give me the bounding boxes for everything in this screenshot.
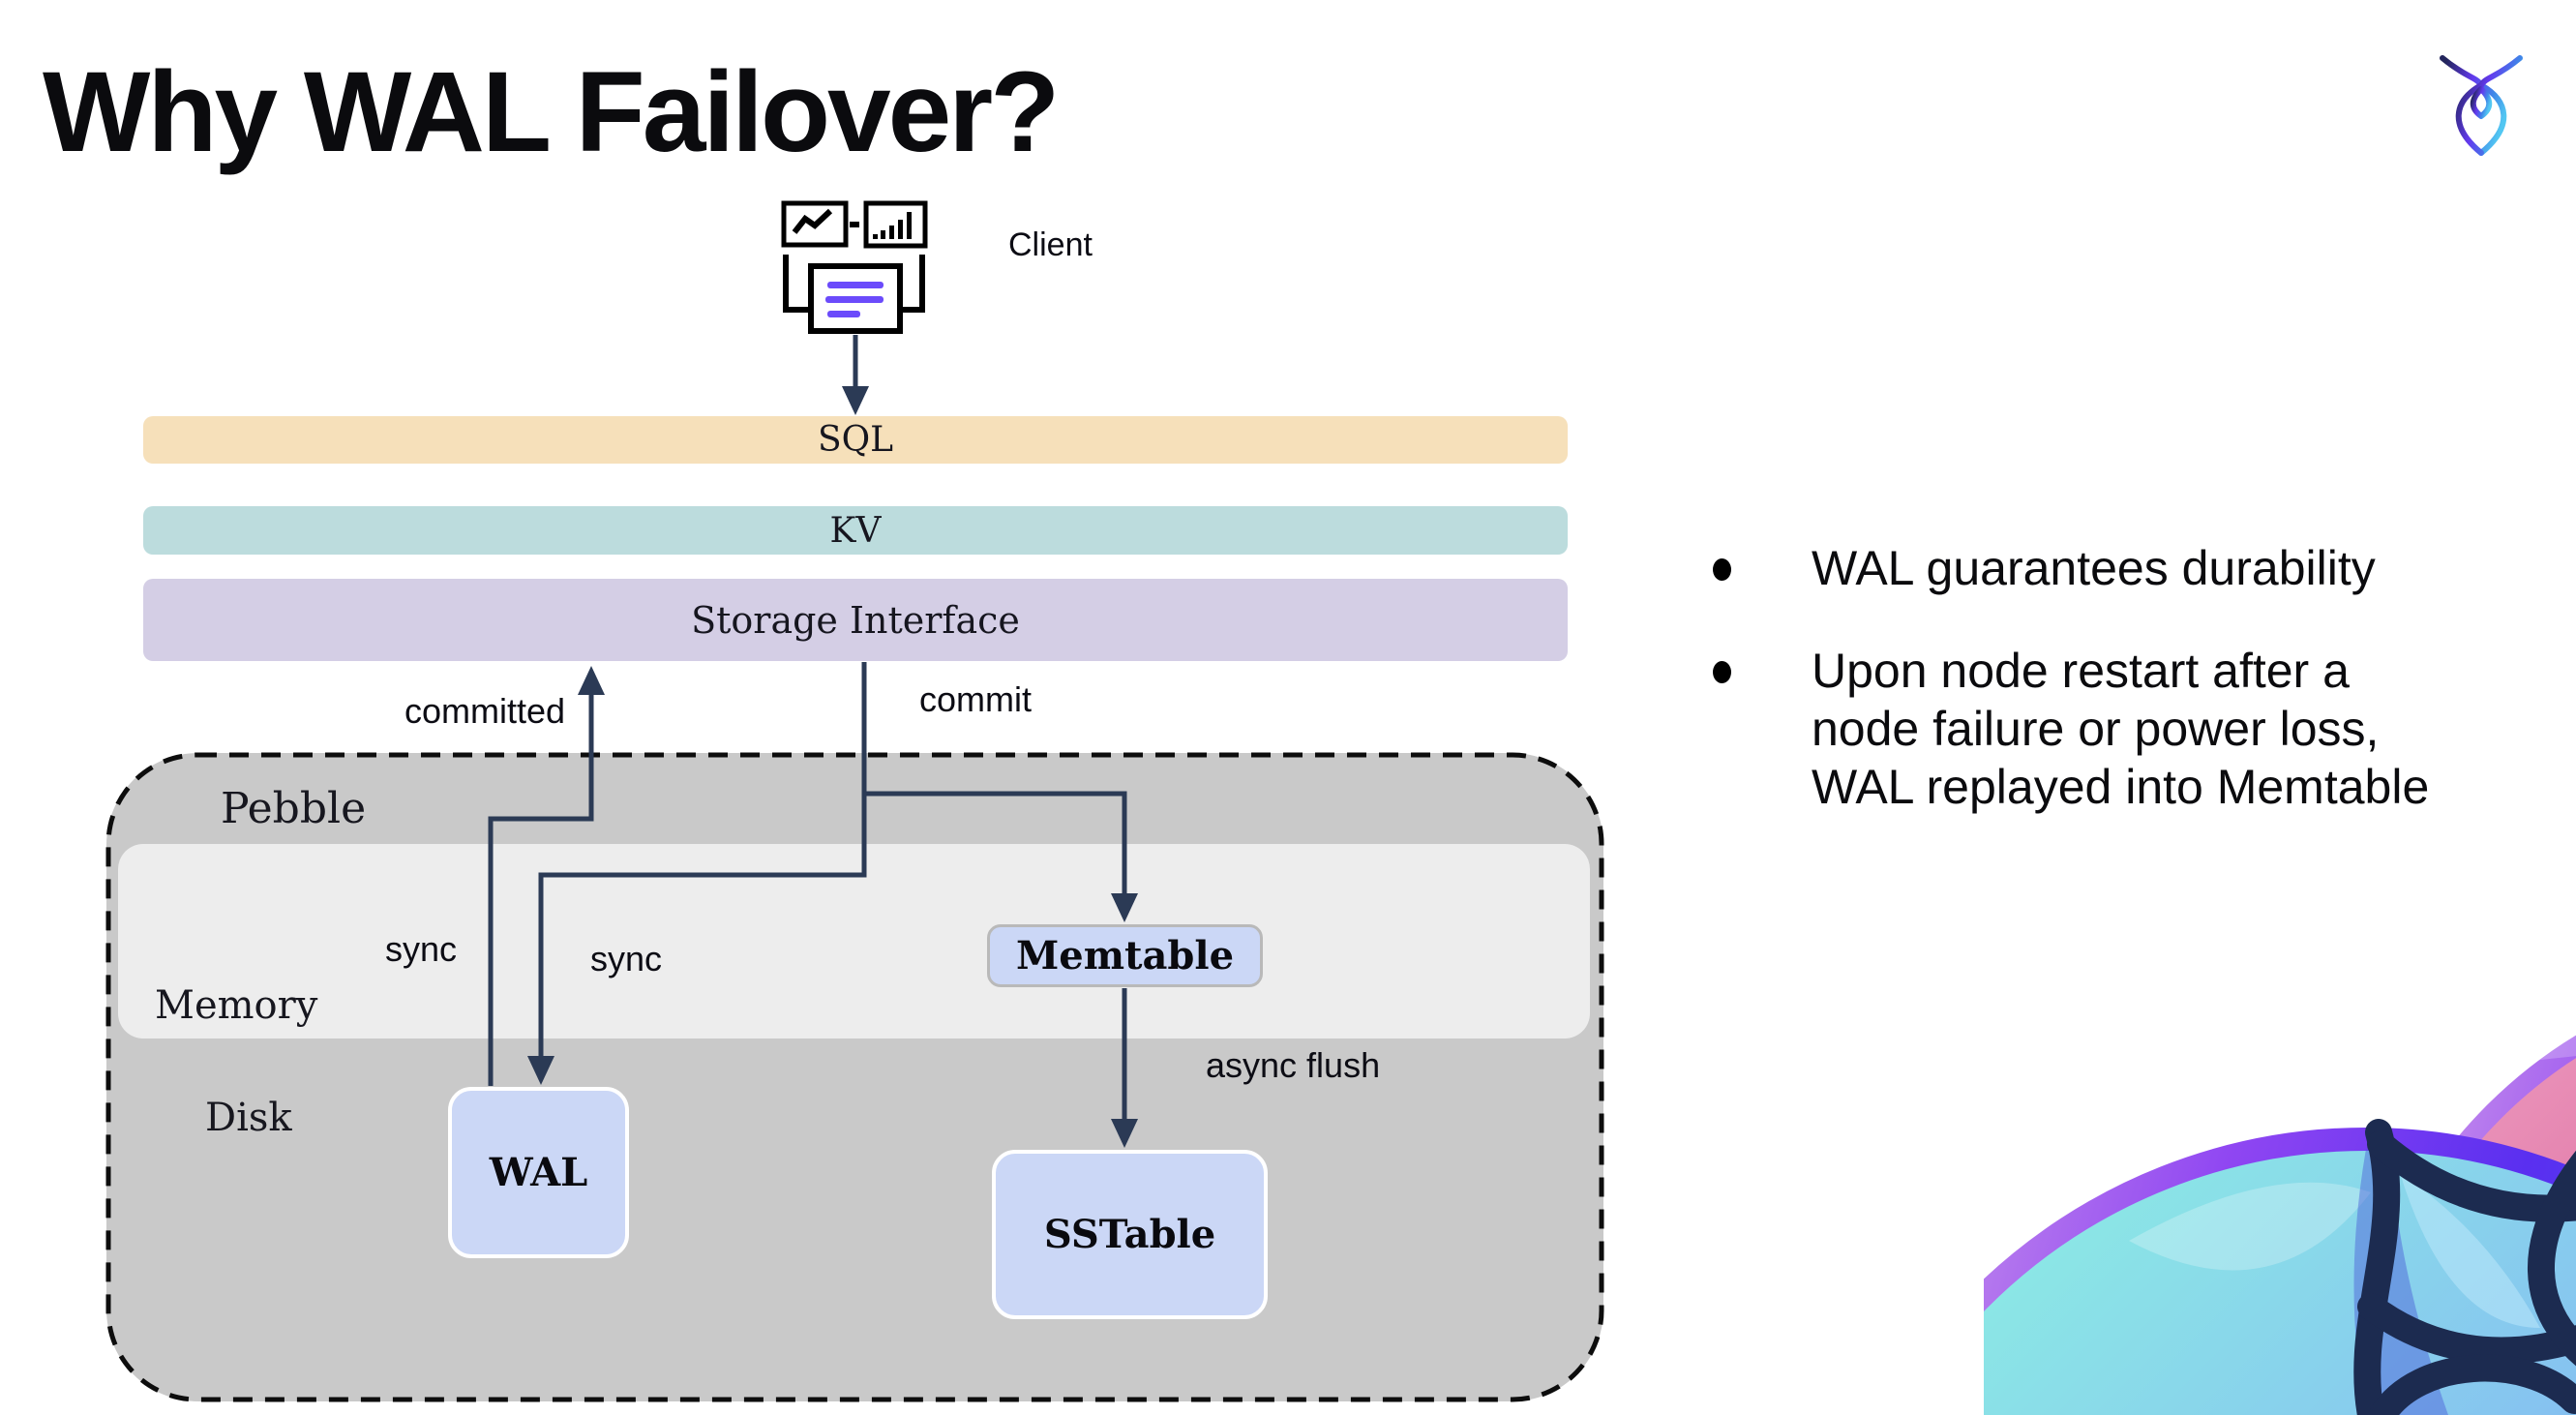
- sync-right-edge-label: sync: [590, 939, 663, 978]
- bullet-dot: [1713, 558, 1731, 581]
- sync-left-edge-label: sync: [385, 929, 458, 969]
- leaf-light: [2400, 1173, 2540, 1328]
- memory-band: [118, 844, 1590, 1039]
- disk-label: Disk: [205, 1096, 292, 1140]
- committed-edge-label: committed: [404, 691, 566, 731]
- pebble-label: Pebble: [221, 784, 367, 833]
- terminal-document-icon: [783, 255, 925, 334]
- dash-glyph: [850, 222, 859, 227]
- vein-strokes: [2353, 1119, 2576, 1415]
- storage-interface-label: Storage Interface: [691, 598, 1020, 642]
- sql-layer-bar: SQL: [143, 416, 1568, 464]
- line-chart-icon: [781, 200, 849, 248]
- sstable-box: SSTable: [992, 1150, 1268, 1319]
- leaf-highlight: [2129, 1182, 2371, 1271]
- memtable-label: Memtable: [1015, 933, 1235, 978]
- brand-corner-artwork: [1984, 1014, 2576, 1415]
- bar-chart-icon: [863, 200, 928, 249]
- kv-layer-label: KV: [829, 510, 882, 551]
- client-label: Client: [1008, 226, 1093, 263]
- page-title: Why WAL Failover?: [43, 48, 1060, 176]
- bullet-item: WAL guarantees durability: [1713, 539, 2376, 597]
- sstable-label: SSTable: [1043, 1212, 1216, 1257]
- sql-layer-label: SQL: [817, 420, 894, 460]
- commit-edge-label: commit: [919, 679, 1032, 719]
- wal-box: WAL: [448, 1087, 629, 1258]
- memory-label: Memory: [155, 983, 318, 1028]
- memtable-box: Memtable: [987, 924, 1263, 987]
- async-flush-edge-label: async flush: [1206, 1045, 1381, 1085]
- cockroachdb-logo-icon: [2440, 55, 2523, 156]
- client-icon: [781, 200, 928, 334]
- bullet-text: WAL guarantees durability: [1812, 541, 2376, 595]
- pink-shine: [2439, 1014, 2576, 1076]
- arrowhead-sql: [842, 386, 869, 415]
- bullet-item: Upon node restart after a node failure o…: [1713, 642, 2429, 816]
- kv-layer-bar: KV: [143, 506, 1568, 555]
- wal-label: WAL: [489, 1150, 588, 1195]
- arrowhead-committed: [578, 666, 605, 695]
- storage-interface-bar: Storage Interface: [143, 579, 1568, 661]
- bullet-dot: [1713, 661, 1731, 683]
- bullet-text: Upon node restart after a node failure o…: [1812, 644, 2430, 814]
